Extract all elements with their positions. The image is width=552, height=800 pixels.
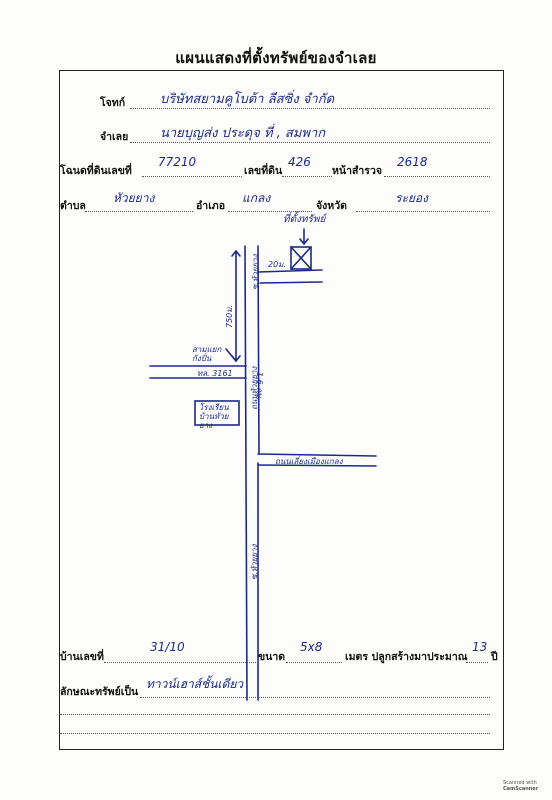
- deed-label: โฉนดที่ดินเลขที่: [60, 165, 132, 177]
- distance-750m-label: 750ม.: [225, 304, 234, 328]
- defendant-value: นายบุญส่ง ประดุจ ที่ , สมพาก: [160, 126, 326, 141]
- soi-road-top-edge: [257, 269, 323, 273]
- plaintiff-value: บริษัทสยามคูโบต้า ลีสซิ่ง จำกัด: [160, 92, 335, 107]
- property-value: ทาวน์เฮาส์ชั้นเดียว: [146, 677, 244, 691]
- soi-road-bottom-edge: [259, 281, 323, 284]
- property-box-cross: [290, 246, 312, 270]
- subdistrict-line: [85, 211, 193, 212]
- defendant-line: [130, 142, 490, 143]
- south-road-label: ซ.หัวยยาง: [250, 544, 259, 580]
- camscanner-line1: Scanned with: [503, 780, 537, 786]
- age-unit: ปี: [491, 651, 498, 663]
- land-no-label: เลขที่ดิน: [244, 165, 283, 177]
- bypass-road-bottom-edge: [257, 464, 377, 467]
- side-road-label: ถนนหัวยยาง: [250, 366, 259, 410]
- school-box: [194, 400, 240, 426]
- land-no-line: [282, 176, 332, 177]
- deed-line: [142, 176, 242, 177]
- province-label: จังหวัด: [316, 200, 347, 212]
- district-line: [228, 211, 312, 212]
- plaintiff-label: โจทก์: [100, 97, 126, 109]
- district-label: อำเภอ: [196, 200, 226, 212]
- bottom-road-label: ถนนเลี่ยงเมืองแกลง: [275, 457, 343, 466]
- main-road-label: ทล. 3161: [197, 369, 233, 378]
- deed-value: 77210: [158, 155, 197, 169]
- age-line: [466, 662, 488, 663]
- bypass-road-top-edge: [257, 453, 377, 457]
- land-no-value: 426: [288, 155, 311, 169]
- plaintiff-line: [130, 108, 490, 109]
- road-label-top: ซ.หัวยยาง: [251, 254, 260, 290]
- house-no-label: บ้านเลขที่: [60, 651, 104, 663]
- camscanner-line2: CamScanner: [503, 786, 539, 792]
- distance-20m-label: 20ม.: [268, 260, 286, 269]
- survey-value: 2618: [397, 155, 428, 169]
- form-frame: [59, 70, 504, 750]
- blank-line-1: [60, 714, 490, 715]
- size-label: ขนาด: [258, 651, 286, 663]
- marker-arrow: [299, 228, 309, 246]
- survey-label: หน้าสำรวจ: [332, 165, 382, 177]
- survey-line: [384, 176, 490, 177]
- house-no-line: [104, 662, 256, 663]
- age-label: เมตร ปลูกสร้างมาประมาณ: [345, 651, 468, 663]
- property-line: [140, 697, 490, 698]
- main-road-left-edge: [244, 245, 248, 701]
- property-box: [290, 246, 312, 270]
- school-label: โรงเรียน บ้านหัวยยาง: [199, 403, 229, 430]
- page-title: แผนแสดงที่ตั้งทรัพย์ของจำเลย: [175, 49, 377, 67]
- province-line: [356, 211, 490, 212]
- size-line: [286, 662, 342, 663]
- subdistrict-value: หัวยยาง: [113, 191, 155, 205]
- age-value: 13: [472, 640, 488, 654]
- house-no-value: 31/10: [150, 640, 185, 654]
- main-road-right-edge: [257, 245, 260, 701]
- province-value: ระยอง: [395, 191, 428, 205]
- district-value: แกลง: [242, 191, 271, 205]
- subdistrict-label: ตำบล: [60, 200, 86, 212]
- property-marker-label: ที่ตั้งทรัพย์: [283, 214, 326, 225]
- defendant-label: จำเลย: [100, 131, 129, 143]
- property-label: ลักษณะทรัพย์เป็น: [60, 686, 139, 698]
- size-value: 5x8: [300, 640, 323, 654]
- blank-line-2: [60, 733, 490, 734]
- junction-arrow: [225, 348, 237, 362]
- junction-label: สามแยก กังปั่น: [192, 345, 222, 363]
- camscanner-badge: Scanned with CamScanner: [503, 780, 538, 792]
